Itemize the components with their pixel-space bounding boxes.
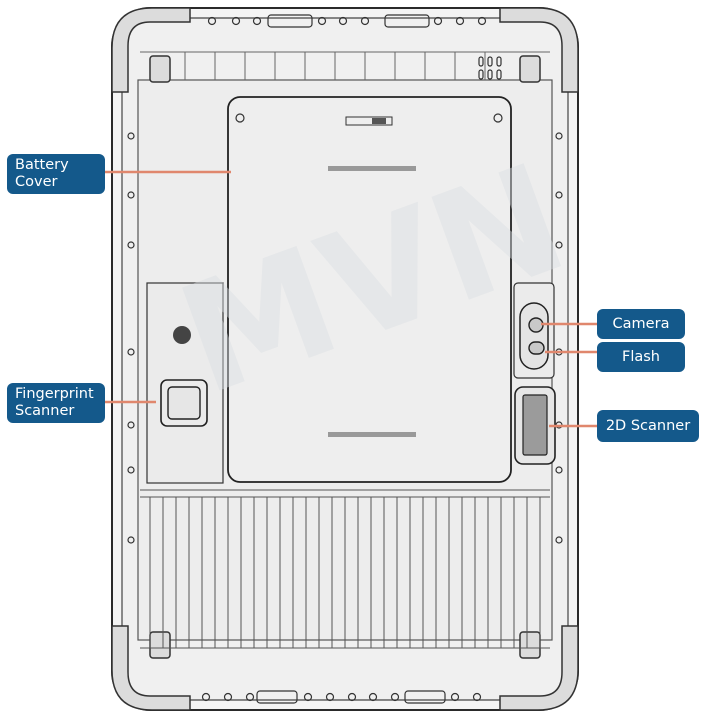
camera-module: [513, 282, 555, 379]
top-vents: [140, 51, 550, 80]
bottom-edge-details: [201, 690, 482, 704]
top-edge-details: [207, 14, 487, 28]
battery-cover-label: Battery Cover: [7, 154, 105, 194]
battery-cover: [227, 96, 512, 483]
camera-label: Camera: [597, 309, 685, 339]
scanner-module: [514, 386, 556, 465]
bottom-ribs: [140, 489, 550, 649]
side-screws: [127, 132, 563, 544]
fingerprint-scanner-label: Fingerprint Scanner: [7, 383, 105, 423]
2d-scanner-label: 2D Scanner: [597, 410, 699, 442]
corner-bumpers: [111, 7, 579, 711]
leader-lines: [105, 170, 597, 428]
fingerprint-panel: [146, 282, 224, 484]
flash-label: Flash: [597, 342, 685, 372]
speaker-grille: [478, 56, 502, 80]
